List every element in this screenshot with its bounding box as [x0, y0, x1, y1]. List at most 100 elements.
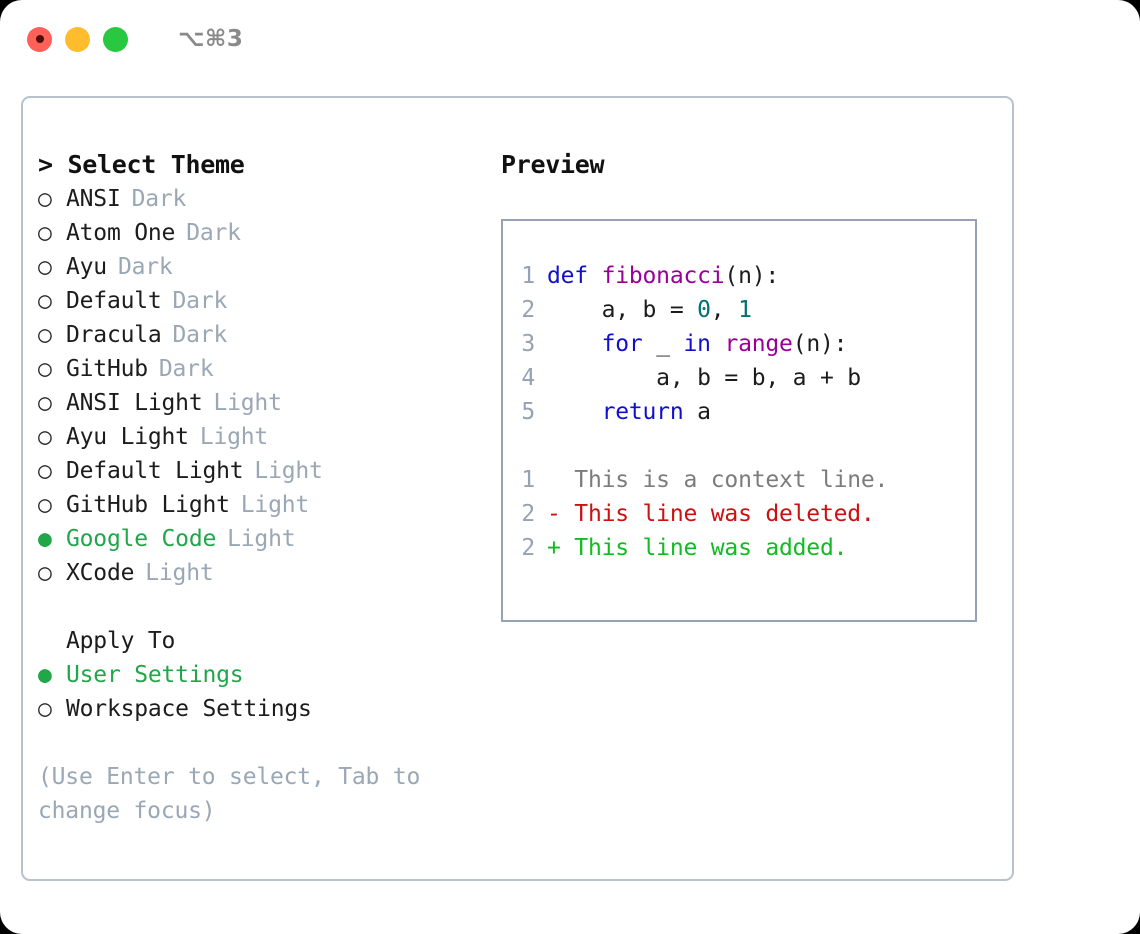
theme-variant-label: Dark [172, 288, 228, 314]
theme-option-default[interactable]: ○ Default Dark [38, 284, 498, 318]
theme-picker-heading: > Select Theme [38, 150, 245, 179]
diff-line-ctx: 1 This is a context line. [503, 463, 975, 497]
code-line-text: a, b = b, a + b [547, 361, 861, 395]
line-number: 1 [521, 263, 535, 289]
theme-name: Google Code [66, 526, 217, 552]
radio-selected-icon: ● [38, 526, 52, 552]
code-line-text: def fibonacci(n): [547, 259, 779, 293]
code-line: 1 def fibonacci(n): [503, 259, 975, 293]
radio-unselected-icon: ○ [38, 220, 52, 246]
radio-unselected-icon: ○ [38, 424, 52, 450]
token-pl [711, 331, 725, 357]
diff-line-text: This is a context line. [574, 467, 889, 493]
theme-variant-label: Light [254, 458, 323, 484]
diff-line-text: This line was added. [574, 535, 848, 561]
radio-unselected-icon: ○ [38, 322, 52, 348]
radio-unselected-icon: ○ [38, 356, 52, 382]
diff-marker: + [547, 535, 575, 561]
code-line-text: return a [547, 395, 711, 429]
line-number: 5 [521, 399, 535, 425]
token-pl: a [683, 399, 711, 425]
theme-name: XCode [66, 560, 135, 586]
code-line: 2 a, b = 0, 1 [503, 293, 975, 327]
theme-name: GitHub Light [66, 492, 230, 518]
line-number: 4 [521, 365, 535, 391]
token-pl [547, 331, 602, 357]
apply-to-label: Workspace Settings [66, 696, 312, 722]
radio-unselected-icon: ○ [38, 186, 52, 212]
keyboard-hint: (Use Enter to select, Tab to change focu… [38, 764, 421, 824]
apply-to-option-user-settings[interactable]: ● User Settings [38, 658, 498, 692]
radio-unselected-icon: ○ [38, 390, 52, 416]
minimize-button[interactable] [65, 26, 90, 52]
window-controls [27, 26, 128, 52]
line-number: 2 [521, 501, 535, 527]
radio-unselected-icon: ○ [38, 492, 52, 518]
diff-spacer [503, 429, 975, 463]
token-pl: (n): [792, 331, 848, 357]
theme-variant-label: Dark [131, 186, 187, 212]
diff-marker: - [547, 501, 575, 527]
token-num: 0 [697, 297, 711, 323]
theme-name: Default Light [66, 458, 244, 484]
code-line-text: a, b = 0, 1 [547, 293, 752, 327]
theme-option-ansi-light[interactable]: ○ ANSI Light Light [38, 386, 498, 420]
theme-option-google-code[interactable]: ● Google Code Light [38, 522, 498, 556]
theme-variant-label: Light [240, 492, 310, 518]
token-kw: def [547, 263, 602, 289]
line-number: 3 [521, 331, 535, 357]
radio-unselected-icon: ○ [38, 254, 52, 280]
title-bar: ⌥⌘3 [0, 0, 1140, 78]
radio-unselected-icon: ○ [38, 288, 52, 314]
token-fn: range [724, 331, 793, 357]
theme-variant-label: Light [213, 390, 282, 416]
theme-name: Ayu Light [66, 424, 189, 450]
token-kw: for [601, 331, 643, 357]
theme-name: Atom One [66, 220, 176, 246]
theme-option-default-light[interactable]: ○ Default Light Light [38, 454, 498, 488]
theme-name: Dracula [66, 322, 162, 348]
token-num: 1 [738, 297, 752, 323]
code-line: 4 a, b = b, a + b [503, 361, 975, 395]
theme-variant-label: Light [145, 560, 214, 586]
theme-variant-label: Dark [117, 254, 173, 280]
theme-variant-label: Light [227, 526, 296, 552]
list-spacer [38, 590, 498, 624]
theme-name: Default [66, 288, 162, 314]
token-pl [547, 399, 602, 425]
theme-name: ANSI [66, 186, 121, 212]
theme-name: ANSI Light [66, 390, 203, 416]
token-fn: fibonacci [601, 263, 725, 289]
apply-to-list: ● User Settings ○ Workspace Settings [38, 658, 498, 726]
line-number: 2 [521, 297, 535, 323]
line-number: 1 [521, 467, 535, 493]
diff-sample: 1 This is a context line.2- This line wa… [503, 463, 975, 565]
close-button[interactable] [27, 26, 52, 52]
radio-unselected-icon: ○ [38, 458, 52, 484]
theme-name: Ayu [66, 254, 107, 280]
keyboard-shortcut-label: ⌥⌘3 [178, 26, 244, 52]
theme-option-ayu[interactable]: ○ Ayu Dark [38, 250, 498, 284]
apply-to-option-workspace-settings[interactable]: ○ Workspace Settings [38, 692, 498, 726]
radio-unselected-icon: ○ [38, 696, 52, 722]
apply-to-label: User Settings [66, 662, 244, 688]
maximize-button[interactable] [103, 26, 128, 52]
token-pl: (n): [724, 263, 780, 289]
token-pl: a, b = [547, 297, 698, 323]
radio-selected-icon: ● [38, 662, 52, 688]
diff-line-del: 2- This line was deleted. [503, 497, 975, 531]
theme-option-ansi[interactable]: ○ ANSI Dark [38, 182, 498, 216]
theme-variant-label: Dark [158, 356, 214, 382]
token-pl: a, b = b, a + b [547, 365, 861, 391]
theme-option-github-light[interactable]: ○ GitHub Light Light [38, 488, 498, 522]
